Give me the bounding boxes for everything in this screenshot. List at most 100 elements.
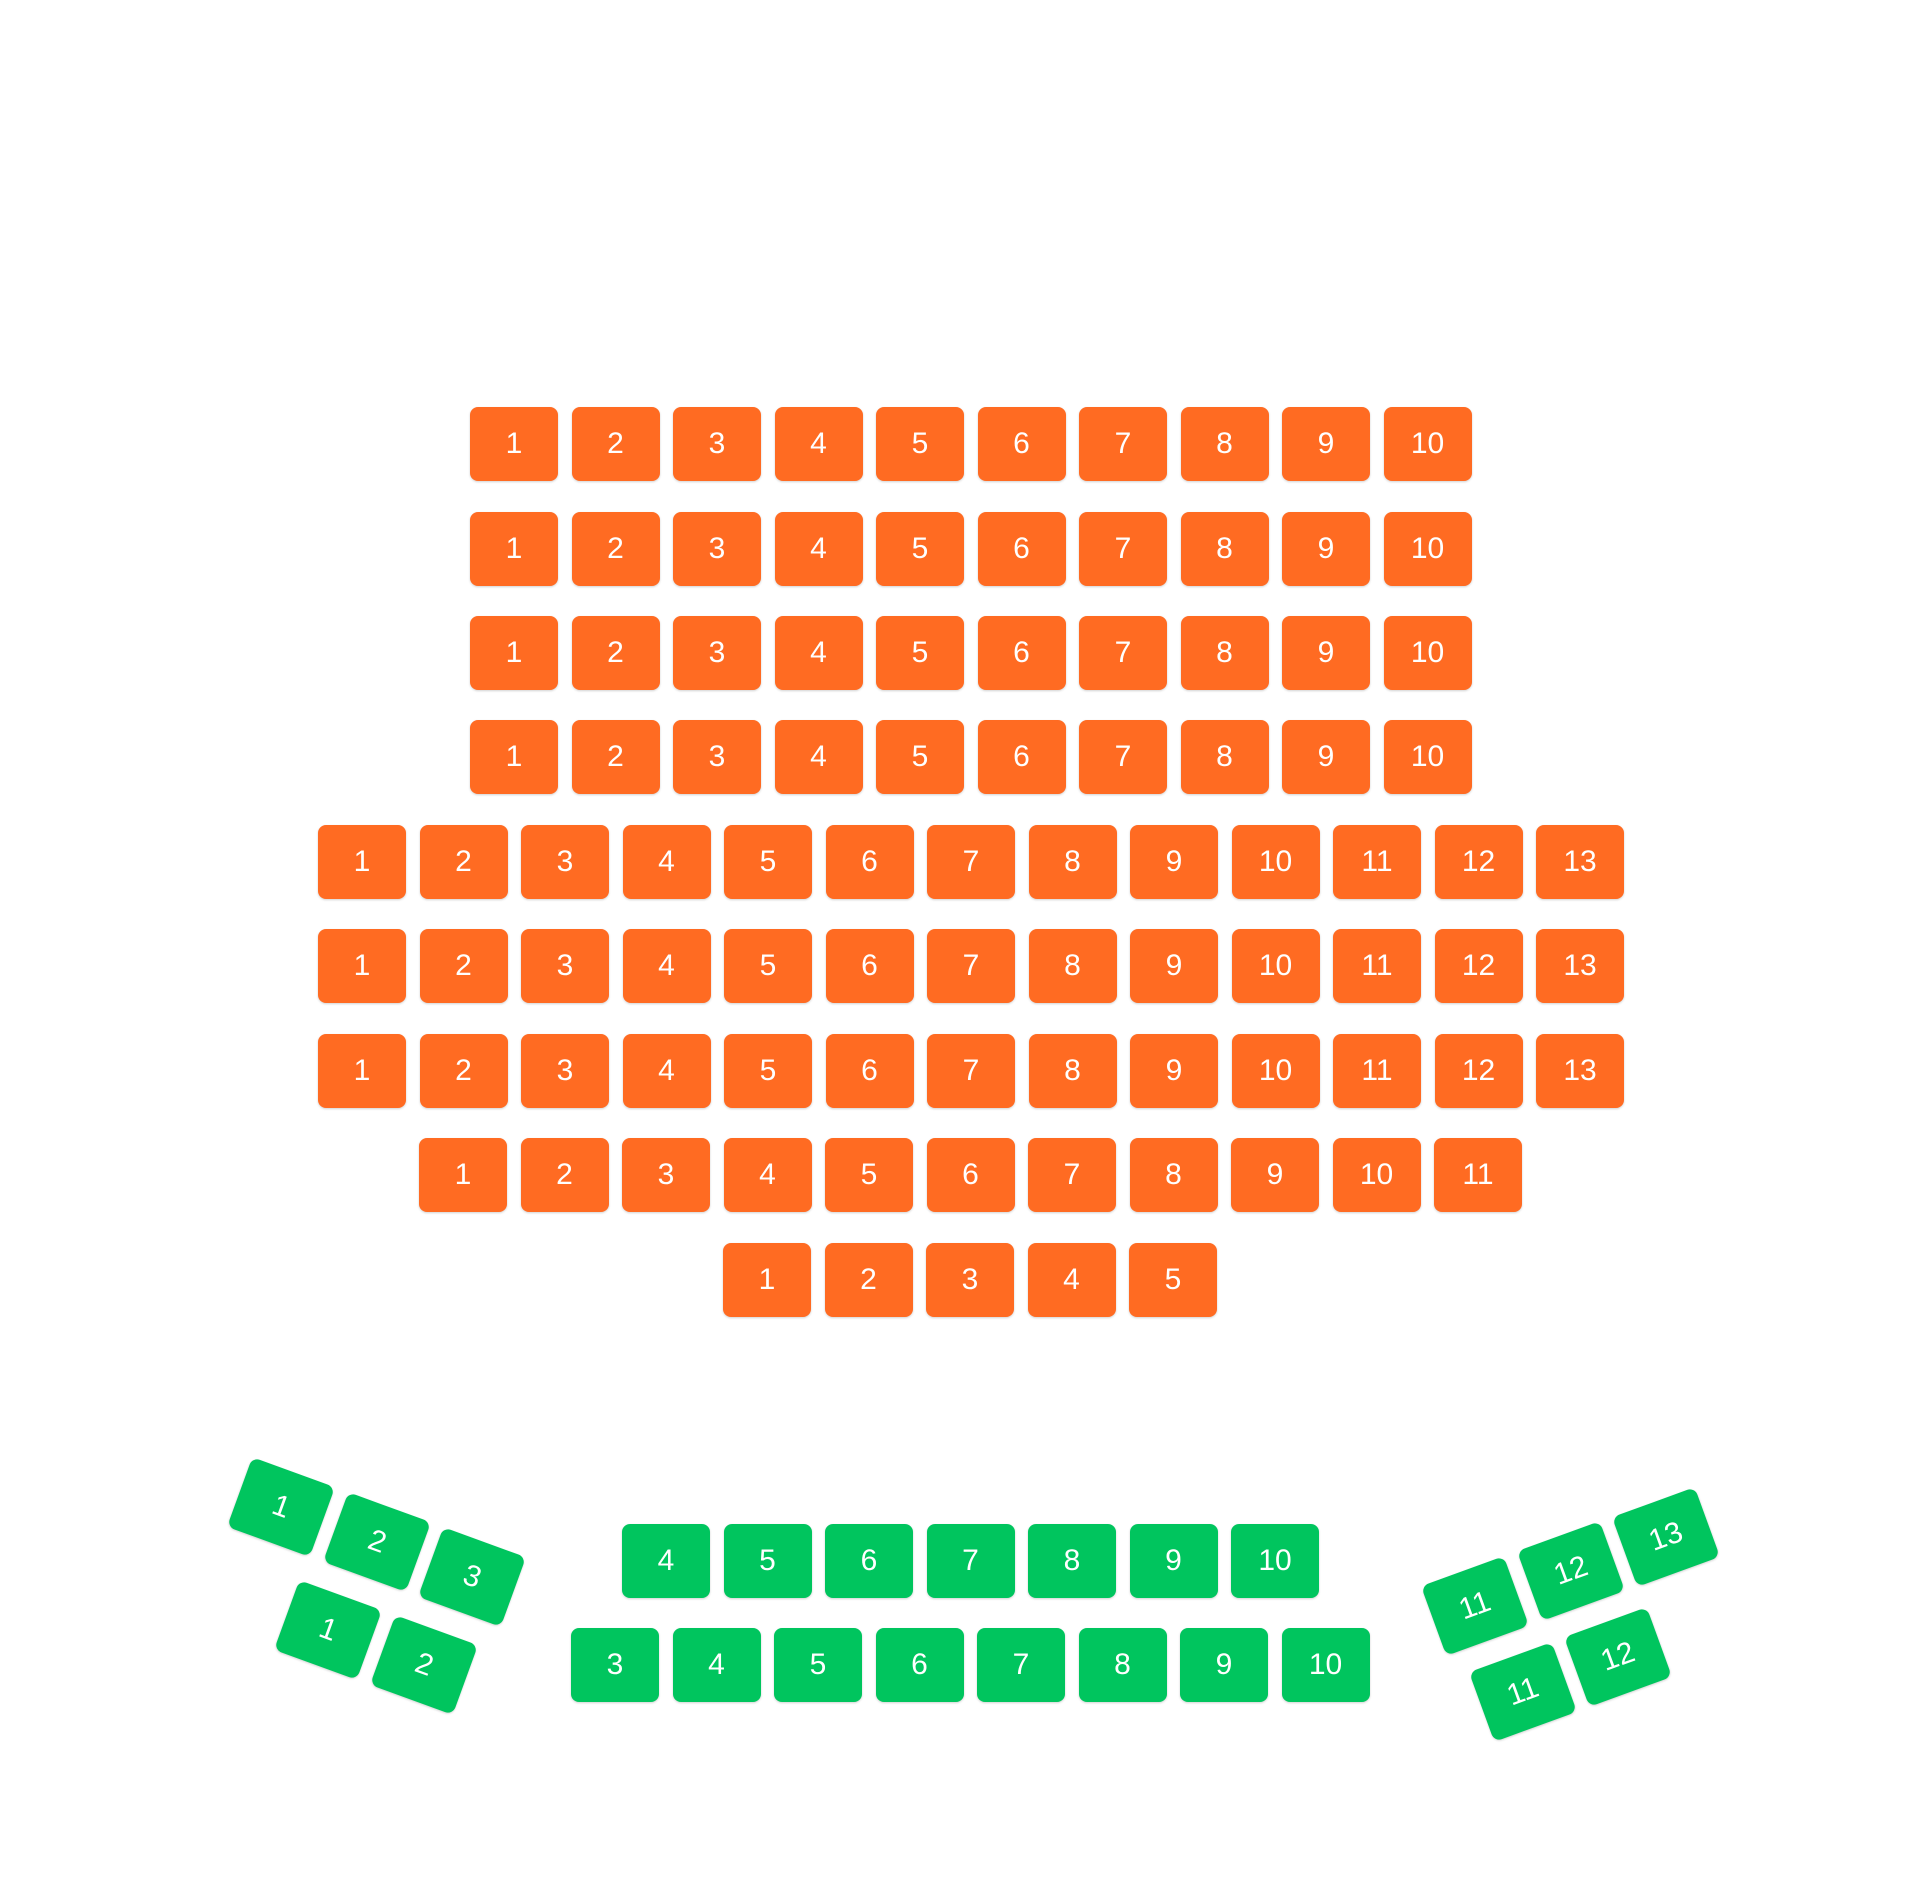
- green-right-row-1-seat-11[interactable]: 11: [1420, 1556, 1530, 1656]
- orange-block-row-1-seat-5[interactable]: 5: [876, 407, 964, 481]
- orange-block-row-8-seat-5[interactable]: 5: [825, 1138, 913, 1212]
- green-center-row-1-seat-5[interactable]: 5: [723, 1524, 812, 1598]
- orange-block-row-1-seat-3[interactable]: 3: [673, 407, 761, 481]
- orange-block-row-4-seat-2[interactable]: 2: [571, 720, 660, 794]
- orange-block-row-7-seat-2[interactable]: 2: [419, 1034, 508, 1108]
- green-center-row-2-seat-9[interactable]: 9: [1180, 1628, 1268, 1702]
- orange-block-row-3-seat-4[interactable]: 4: [774, 616, 863, 690]
- orange-block-row-5-seat-1[interactable]: 1: [318, 825, 406, 899]
- orange-block-row-7-seat-7[interactable]: 7: [927, 1034, 1015, 1108]
- orange-block-row-3-seat-3[interactable]: 3: [673, 616, 761, 690]
- orange-block-row-1-seat-1[interactable]: 1: [470, 407, 558, 481]
- orange-block-row-3-seat-6[interactable]: 6: [977, 616, 1066, 690]
- orange-block-row-2-seat-1[interactable]: 1: [470, 512, 558, 586]
- orange-block-row-8-seat-10[interactable]: 10: [1332, 1138, 1421, 1212]
- green-left-row-1-seat-2[interactable]: 2: [322, 1492, 432, 1592]
- orange-block-row-5-seat-7[interactable]: 7: [927, 825, 1015, 899]
- green-left-row-2-seat-1[interactable]: 1: [273, 1580, 383, 1680]
- orange-block-row-5-seat-5[interactable]: 5: [724, 825, 812, 899]
- orange-block-row-7-seat-9[interactable]: 9: [1130, 1034, 1218, 1108]
- orange-block-row-2-seat-4[interactable]: 4: [774, 512, 863, 586]
- orange-block-row-1-seat-6[interactable]: 6: [977, 407, 1066, 481]
- orange-block-row-5-seat-3[interactable]: 3: [521, 825, 609, 899]
- orange-block-row-3-seat-7[interactable]: 7: [1079, 616, 1167, 690]
- green-center-row-2-seat-10[interactable]: 10: [1281, 1628, 1370, 1702]
- orange-block-row-7-seat-10[interactable]: 10: [1231, 1034, 1320, 1108]
- orange-block-row-3-seat-2[interactable]: 2: [571, 616, 660, 690]
- orange-block-row-4-seat-8[interactable]: 8: [1180, 720, 1269, 794]
- orange-block-row-5-seat-9[interactable]: 9: [1130, 825, 1218, 899]
- orange-block-row-5-seat-11[interactable]: 11: [1333, 825, 1421, 899]
- orange-block-row-4-seat-5[interactable]: 5: [876, 720, 964, 794]
- orange-block-row-3-seat-10[interactable]: 10: [1383, 616, 1472, 690]
- orange-block-row-7-seat-6[interactable]: 6: [825, 1034, 914, 1108]
- orange-block-row-2-seat-8[interactable]: 8: [1180, 512, 1269, 586]
- green-center-row-2-seat-5[interactable]: 5: [774, 1628, 862, 1702]
- orange-block-row-2-seat-6[interactable]: 6: [977, 512, 1066, 586]
- orange-block-row-7-seat-4[interactable]: 4: [622, 1034, 711, 1108]
- orange-block-row-7-seat-13[interactable]: 13: [1536, 1034, 1624, 1108]
- orange-block-row-5-seat-13[interactable]: 13: [1536, 825, 1624, 899]
- green-right-row-1-seat-13[interactable]: 13: [1611, 1487, 1721, 1587]
- orange-block-row-6-seat-12[interactable]: 12: [1434, 929, 1523, 1003]
- orange-block-row-2-seat-9[interactable]: 9: [1282, 512, 1370, 586]
- orange-block-row-5-seat-10[interactable]: 10: [1231, 825, 1320, 899]
- orange-block-row-8-seat-4[interactable]: 4: [723, 1138, 812, 1212]
- orange-block-row-6-seat-10[interactable]: 10: [1231, 929, 1320, 1003]
- orange-block-row-8-seat-1[interactable]: 1: [419, 1138, 507, 1212]
- orange-block-row-6-seat-4[interactable]: 4: [622, 929, 711, 1003]
- orange-block-row-3-seat-1[interactable]: 1: [470, 616, 558, 690]
- green-center-row-1-seat-4[interactable]: 4: [622, 1524, 710, 1598]
- green-center-row-1-seat-6[interactable]: 6: [825, 1524, 913, 1598]
- orange-block-row-2-seat-10[interactable]: 10: [1383, 512, 1472, 586]
- orange-block-row-6-seat-3[interactable]: 3: [521, 929, 609, 1003]
- green-center-row-2-seat-7[interactable]: 7: [977, 1628, 1065, 1702]
- orange-block-row-9-seat-3[interactable]: 3: [926, 1243, 1014, 1317]
- orange-block-row-8-seat-6[interactable]: 6: [926, 1138, 1015, 1212]
- green-right-row-2-seat-12[interactable]: 12: [1563, 1607, 1673, 1707]
- orange-block-row-9-seat-2[interactable]: 2: [824, 1243, 913, 1317]
- orange-block-row-2-seat-5[interactable]: 5: [876, 512, 964, 586]
- orange-block-row-2-seat-7[interactable]: 7: [1079, 512, 1167, 586]
- orange-block-row-7-seat-1[interactable]: 1: [318, 1034, 406, 1108]
- orange-block-row-1-seat-9[interactable]: 9: [1282, 407, 1370, 481]
- green-center-row-2-seat-6[interactable]: 6: [875, 1628, 964, 1702]
- orange-block-row-5-seat-6[interactable]: 6: [825, 825, 914, 899]
- orange-block-row-9-seat-4[interactable]: 4: [1027, 1243, 1116, 1317]
- orange-block-row-8-seat-3[interactable]: 3: [622, 1138, 710, 1212]
- orange-block-row-1-seat-4[interactable]: 4: [774, 407, 863, 481]
- orange-block-row-8-seat-11[interactable]: 11: [1434, 1138, 1522, 1212]
- orange-block-row-4-seat-7[interactable]: 7: [1079, 720, 1167, 794]
- orange-block-row-1-seat-7[interactable]: 7: [1079, 407, 1167, 481]
- orange-block-row-6-seat-13[interactable]: 13: [1536, 929, 1624, 1003]
- green-center-row-1-seat-7[interactable]: 7: [926, 1524, 1015, 1598]
- orange-block-row-5-seat-4[interactable]: 4: [622, 825, 711, 899]
- orange-block-row-9-seat-5[interactable]: 5: [1129, 1243, 1217, 1317]
- orange-block-row-9-seat-1[interactable]: 1: [723, 1243, 811, 1317]
- orange-block-row-6-seat-5[interactable]: 5: [724, 929, 812, 1003]
- green-right-row-2-seat-11[interactable]: 11: [1468, 1642, 1578, 1742]
- orange-block-row-6-seat-9[interactable]: 9: [1130, 929, 1218, 1003]
- green-right-row-1-seat-12[interactable]: 12: [1516, 1521, 1626, 1621]
- green-center-row-2-seat-4[interactable]: 4: [672, 1628, 761, 1702]
- orange-block-row-4-seat-3[interactable]: 3: [673, 720, 761, 794]
- green-center-row-1-seat-8[interactable]: 8: [1028, 1524, 1116, 1598]
- orange-block-row-7-seat-5[interactable]: 5: [724, 1034, 812, 1108]
- orange-block-row-7-seat-8[interactable]: 8: [1028, 1034, 1117, 1108]
- orange-block-row-7-seat-11[interactable]: 11: [1333, 1034, 1421, 1108]
- orange-block-row-7-seat-3[interactable]: 3: [521, 1034, 609, 1108]
- orange-block-row-1-seat-8[interactable]: 8: [1180, 407, 1269, 481]
- orange-block-row-2-seat-3[interactable]: 3: [673, 512, 761, 586]
- green-left-row-2-seat-2[interactable]: 2: [369, 1615, 479, 1715]
- green-left-row-1-seat-1[interactable]: 1: [226, 1457, 336, 1557]
- orange-block-row-2-seat-2[interactable]: 2: [571, 512, 660, 586]
- green-center-row-2-seat-3[interactable]: 3: [571, 1628, 659, 1702]
- orange-block-row-6-seat-8[interactable]: 8: [1028, 929, 1117, 1003]
- orange-block-row-6-seat-2[interactable]: 2: [419, 929, 508, 1003]
- green-left-row-1-seat-3[interactable]: 3: [417, 1527, 527, 1627]
- orange-block-row-8-seat-2[interactable]: 2: [520, 1138, 609, 1212]
- green-center-row-2-seat-8[interactable]: 8: [1078, 1628, 1167, 1702]
- orange-block-row-6-seat-11[interactable]: 11: [1333, 929, 1421, 1003]
- orange-block-row-1-seat-10[interactable]: 10: [1383, 407, 1472, 481]
- orange-block-row-3-seat-8[interactable]: 8: [1180, 616, 1269, 690]
